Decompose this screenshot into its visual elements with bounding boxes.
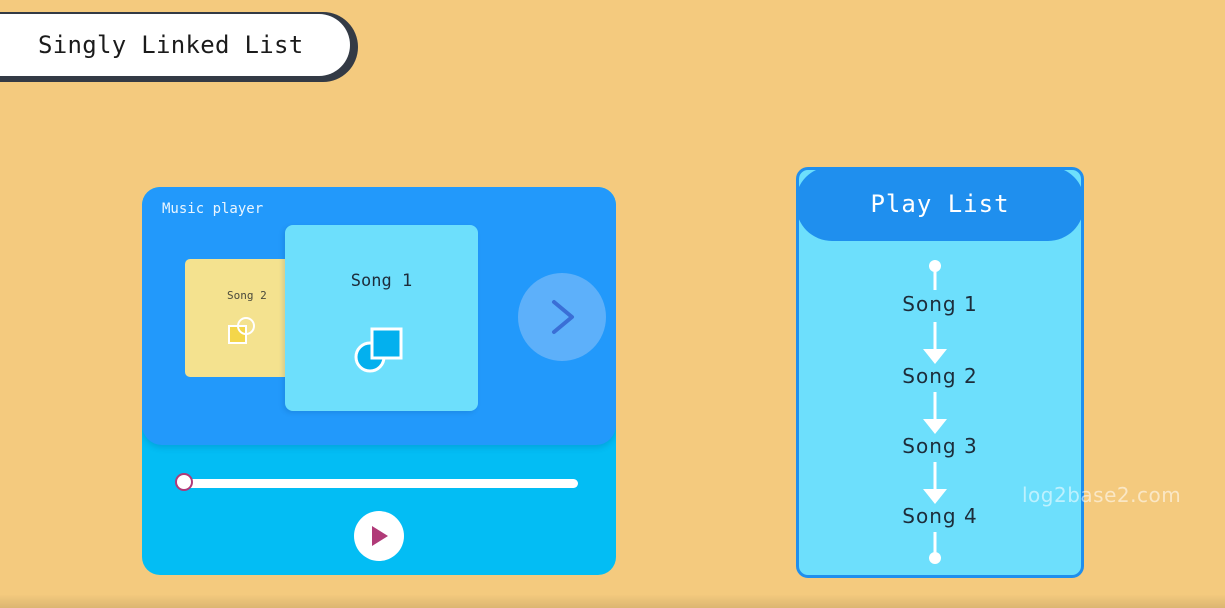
linked-list-chain [923, 260, 947, 564]
music-player-label: Music player [162, 201, 264, 217]
title-banner: Singly Linked List [0, 14, 350, 76]
shapes-icon [354, 327, 403, 373]
current-song-card[interactable]: Song 1 [285, 225, 478, 411]
previous-song-label: Song 2 [227, 289, 267, 302]
arrow-3-4 [923, 489, 947, 504]
playlist-song-3[interactable]: Song 3 [902, 434, 978, 458]
arrow-2-3 [923, 419, 947, 434]
playlist-title: Play List [870, 190, 1010, 218]
playlist-panel: Play List Song 1 Song 2 Song 3 Song 4 [796, 167, 1084, 578]
tail-node-dot [929, 552, 941, 564]
current-song-label: Song 1 [350, 271, 413, 291]
progress-knob[interactable] [175, 473, 193, 491]
play-icon [372, 526, 388, 546]
playlist-song-2[interactable]: Song 2 [902, 364, 978, 388]
playlist-song-1[interactable]: Song 1 [902, 292, 978, 316]
player-top-panel: Music player Song 2 Song 1 [142, 187, 616, 445]
watermark: log2base2.com [1022, 483, 1182, 507]
music-player: Music player Song 2 Song 1 [142, 187, 616, 575]
play-button[interactable] [354, 511, 404, 561]
shapes-icon [228, 317, 255, 344]
arrow-1-2 [923, 349, 947, 364]
progress-track[interactable] [180, 479, 578, 488]
page-title: Singly Linked List [38, 31, 304, 59]
chevron-right-icon [552, 300, 574, 334]
bottom-shade [0, 594, 1225, 608]
playlist-header: Play List [799, 170, 1081, 241]
playlist-song-4[interactable]: Song 4 [902, 504, 978, 528]
next-button[interactable] [518, 273, 606, 361]
